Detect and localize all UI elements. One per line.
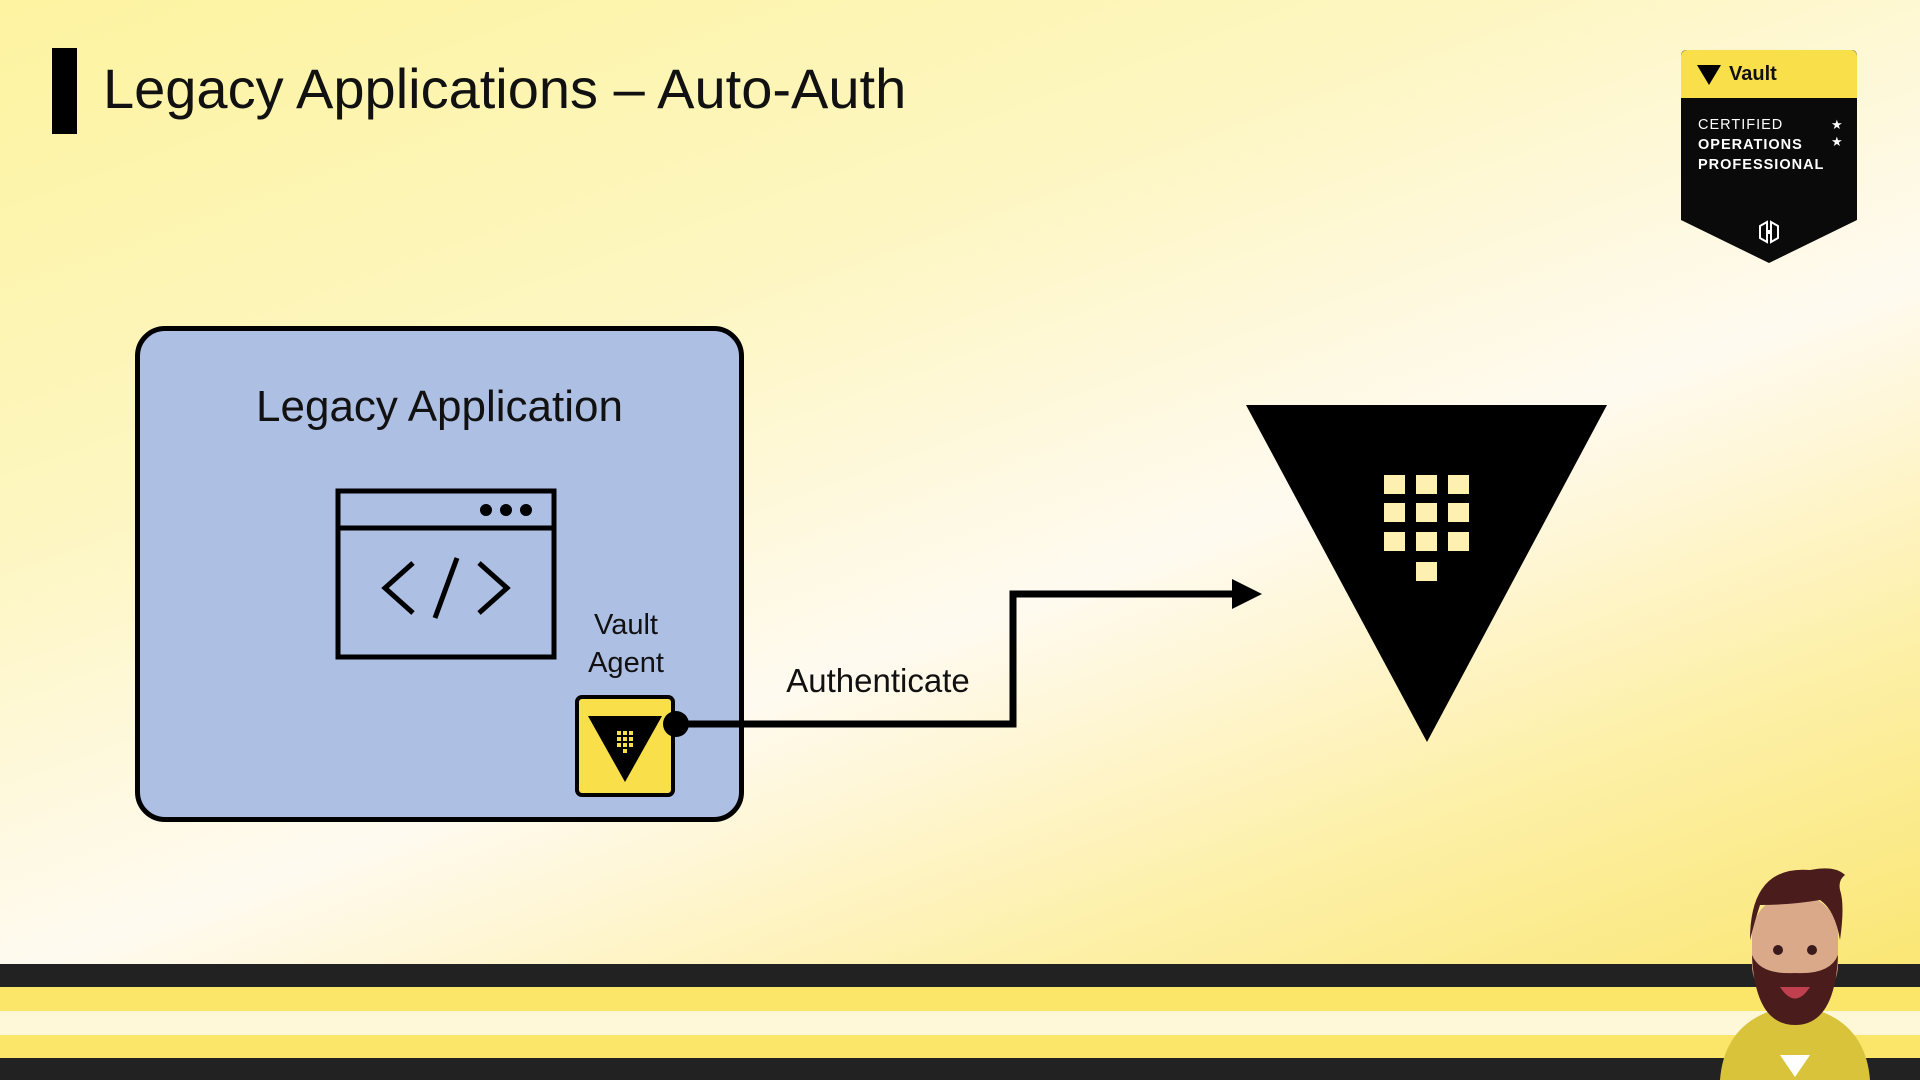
footer-stripe-yellow-2 [0, 1035, 1920, 1058]
authenticate-arrow [676, 590, 1236, 728]
agent-label-line2: Agent [588, 647, 664, 679]
badge-line-2: OPERATIONS [1698, 137, 1803, 153]
code-window-icon [335, 488, 557, 660]
slide-title: Legacy Applications – Auto-Auth [103, 57, 907, 120]
authenticate-label: Authenticate [786, 662, 970, 699]
badge-product: Vault [1729, 63, 1777, 85]
footer-stripe-dark-2 [0, 1058, 1920, 1080]
arrow-head [1232, 579, 1262, 609]
badge-line-3: PROFESSIONAL [1698, 157, 1825, 173]
presenter-avatar-icon [1720, 868, 1870, 1080]
legacy-application-label: Legacy Application [256, 382, 623, 431]
footer-stripe-dark [0, 964, 1920, 987]
vault-agent-label: Vault Agent [566, 606, 686, 682]
vault-logo-icon [1697, 65, 1721, 85]
vault-agent-icon [575, 695, 675, 797]
footer-stripe-light [0, 1011, 1920, 1035]
badge-line-1: CERTIFIED [1698, 117, 1784, 133]
agent-label-line1: Vault [594, 609, 658, 641]
certification-badge: Vault CERTIFIED OPERATIONS PROFESSIONAL … [1681, 50, 1857, 265]
vault-server-icon [1246, 405, 1607, 742]
badge-shape [1681, 50, 1857, 263]
star-icon: ★★ [1831, 117, 1843, 149]
hashicorp-logo-icon [1759, 220, 1779, 244]
footer-stripe-yellow [0, 987, 1920, 1011]
title-accent-bar [52, 48, 77, 134]
